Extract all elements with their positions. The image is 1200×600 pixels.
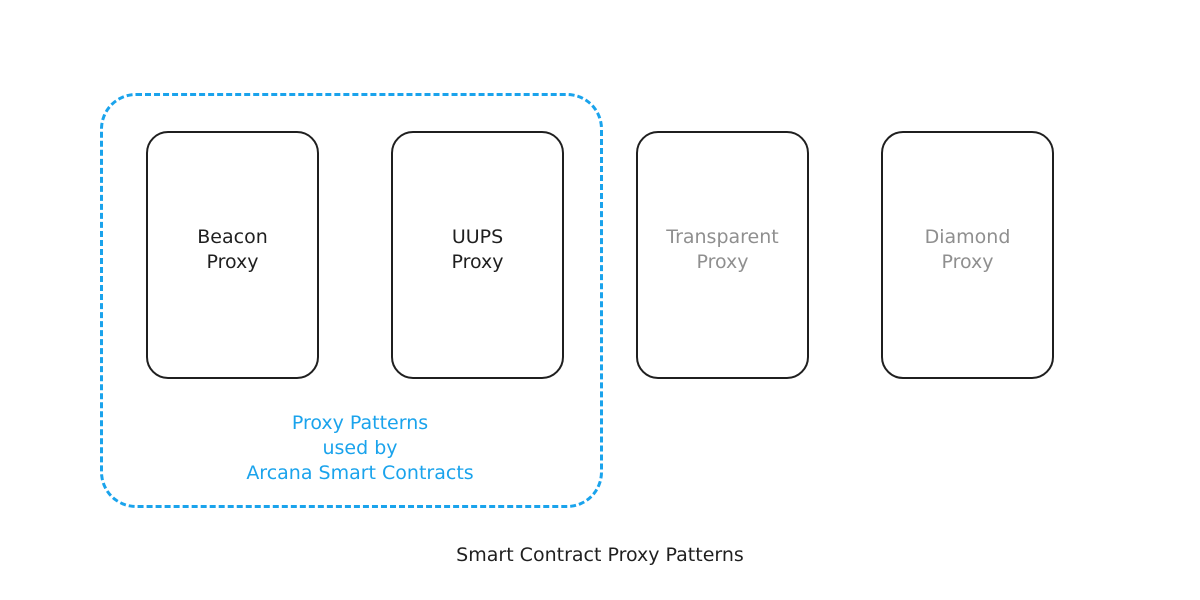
transparent-proxy-label: Transparent Proxy bbox=[666, 226, 779, 273]
diagram-caption: Smart Contract Proxy Patterns bbox=[456, 544, 744, 566]
beacon-proxy-label: Beacon Proxy bbox=[197, 226, 268, 273]
diamond-proxy-card: Diamond Proxy bbox=[881, 131, 1054, 379]
transparent-proxy-card: Transparent Proxy bbox=[636, 131, 809, 379]
diamond-proxy-label: Diamond Proxy bbox=[924, 226, 1011, 273]
uups-proxy-label: UUPS Proxy bbox=[451, 226, 504, 273]
uups-proxy-card: UUPS Proxy bbox=[391, 131, 564, 379]
arcana-group-caption: Proxy Patterns used by Arcana Smart Cont… bbox=[246, 412, 474, 484]
beacon-proxy-card: Beacon Proxy bbox=[146, 131, 319, 379]
arcana-group-dashed-box bbox=[100, 93, 603, 508]
